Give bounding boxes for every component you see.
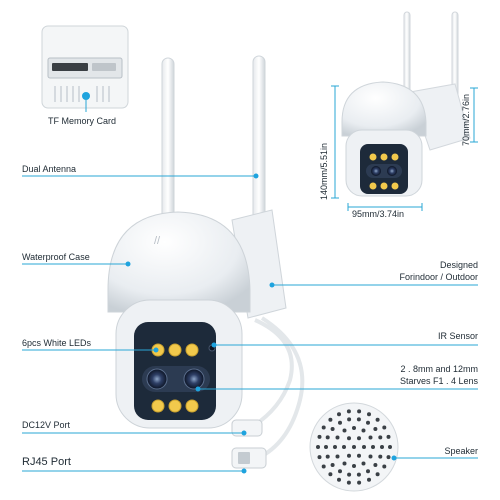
speaker-hole — [352, 464, 356, 468]
tf-card-inset — [41, 25, 129, 109]
speaker-hole — [325, 435, 330, 440]
callout-lines — [22, 96, 478, 472]
speaker-hole — [378, 454, 383, 459]
speaker-hole — [361, 428, 366, 433]
led-2 — [168, 343, 182, 357]
speaker-hole — [321, 464, 326, 469]
speaker-hole — [338, 469, 342, 474]
speaker-hole — [342, 445, 346, 449]
camera-dome — [107, 211, 251, 313]
speaker-hole — [352, 445, 356, 449]
speaker-hole — [366, 469, 370, 474]
lens-right — [183, 368, 205, 390]
speaker-hole — [347, 417, 352, 422]
speaker-hole — [317, 434, 322, 439]
speaker-hole — [347, 453, 351, 458]
speaker-hole — [335, 454, 340, 459]
speaker-hole — [357, 480, 362, 485]
speaker-hole — [346, 480, 351, 485]
speaker-hole — [371, 445, 375, 449]
label-dc12v-port: DC12V Port — [22, 420, 71, 430]
dimension-lines — [331, 85, 478, 211]
dc-connector — [231, 419, 263, 437]
led-5 — [168, 399, 182, 413]
label-waterproof-case: Waterproof Case — [22, 252, 90, 262]
speaker-hole — [373, 427, 378, 431]
speaker-hole — [337, 412, 341, 417]
label-tf-memory-card: TF Memory Card — [48, 116, 117, 126]
speaker-hole — [328, 472, 333, 477]
speaker-hole — [382, 464, 387, 469]
speaker-hole — [368, 435, 373, 440]
cable-dc — [248, 318, 294, 430]
label-lens-line1: 2 . 8mm and 12mm — [400, 364, 478, 374]
svg-text://: // — [154, 235, 161, 247]
label-dual-antenna: Dual Antenna — [22, 164, 77, 174]
speaker-grille — [309, 402, 399, 492]
speaker-hole — [335, 435, 340, 440]
speaker-hole — [375, 417, 380, 422]
speaker-hole — [330, 463, 335, 467]
speaker-hole — [357, 436, 361, 441]
speaker-hole — [316, 445, 320, 449]
speaker-hole — [337, 477, 341, 482]
speaker-hole — [357, 409, 362, 414]
speaker-hole — [330, 427, 335, 431]
speaker-hole — [342, 461, 347, 466]
speaker-hole — [342, 428, 347, 433]
speaker-hole — [347, 472, 352, 477]
speaker-hole — [356, 417, 361, 422]
led-6 — [185, 399, 199, 413]
speaker-hole — [367, 412, 371, 417]
lens-left — [146, 368, 168, 390]
speaker-hole — [366, 420, 370, 425]
label-designed-line2: Forindoor / Outdoor — [399, 272, 478, 282]
speaker-hole — [382, 425, 387, 430]
speaker-hole — [317, 455, 322, 460]
label-designed-line1: Designed — [439, 260, 478, 270]
speaker-hole — [324, 445, 328, 449]
speaker-hole — [338, 420, 342, 425]
speaker-hole — [386, 434, 391, 439]
label-rj45-port: RJ45 Port — [22, 456, 71, 468]
rj45-socket — [238, 452, 250, 464]
speaker-hole — [352, 426, 356, 430]
dimension-width: 95mm/3.74in — [352, 209, 405, 219]
speaker-hole — [375, 472, 380, 477]
speaker-hole — [333, 445, 337, 449]
speaker-hole — [346, 409, 351, 414]
led-3 — [185, 343, 199, 357]
label-ir-sensor: IR Sensor — [437, 331, 478, 341]
speaker-hole — [378, 435, 383, 440]
speaker-hole — [328, 417, 333, 422]
speaker-hole — [368, 454, 373, 459]
speaker-hole — [362, 445, 366, 449]
dimension-depth: 70mm/2.76in — [461, 93, 471, 146]
antenna-left — [161, 57, 175, 223]
speaker-hole — [380, 445, 384, 449]
speaker-hole — [356, 472, 361, 477]
speaker-hole — [373, 463, 378, 467]
label-speaker: Speaker — [444, 446, 478, 456]
speaker-hole — [386, 455, 391, 460]
callout-dots — [125, 173, 397, 474]
label-lens-line2: Starves F1 . 4 Lens — [399, 376, 478, 386]
cable-rj45 — [260, 316, 305, 458]
speaker-hole — [347, 436, 351, 441]
speaker-hole — [388, 445, 392, 449]
reference-camera — [341, 11, 471, 197]
led-4 — [151, 399, 165, 413]
speaker-hole — [367, 477, 371, 482]
label-white-leds: 6pcs White LEDs — [22, 338, 92, 348]
speaker-hole — [361, 461, 366, 466]
speaker-hole — [325, 454, 330, 459]
speaker-hole — [357, 453, 361, 458]
dimension-height: 140mm/5.51in — [319, 142, 329, 200]
speaker-hole — [321, 425, 326, 430]
